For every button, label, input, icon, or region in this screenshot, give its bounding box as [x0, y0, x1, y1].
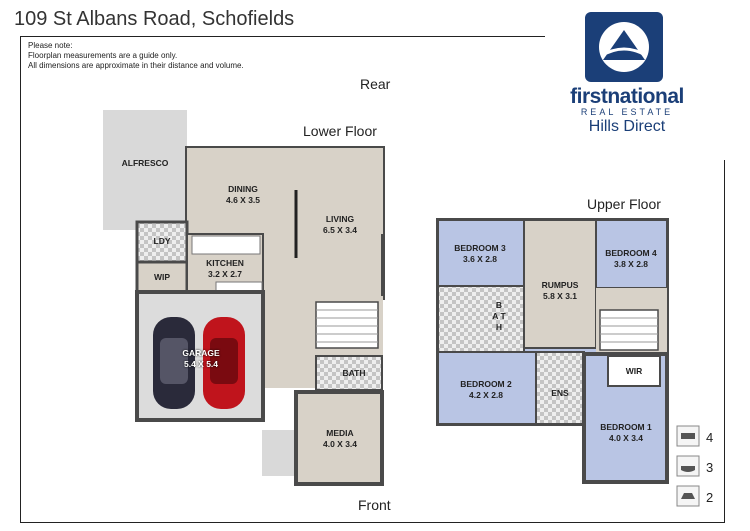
- garage-label: GARAGE 5.4 X 5.4: [166, 348, 236, 370]
- logo-brand: firstnational: [570, 85, 684, 108]
- bedroom-2-name: BEDROOM 2: [460, 379, 512, 389]
- bath-upper-room: [437, 285, 525, 353]
- bedroom-3-label: BEDROOM 3 3.6 X 2.8: [444, 243, 516, 265]
- media-size: 4.0 X 3.4: [322, 439, 358, 449]
- front-label: Front: [358, 497, 391, 513]
- dining-size: 4.6 X 3.5: [225, 195, 261, 205]
- dining-living-floor: [187, 148, 383, 234]
- bedroom-3-size: 3.6 X 2.8: [462, 254, 498, 264]
- bedroom-1-size: 4.0 X 3.4: [608, 433, 644, 443]
- kitchen-label: KITCHEN 3.2 X 2.7: [190, 258, 260, 280]
- bath-lower-room: [315, 355, 383, 391]
- bedroom-4-name: BEDROOM 4: [605, 248, 657, 258]
- bedroom-2-size: 4.2 X 2.8: [468, 390, 504, 400]
- page-title: 109 St Albans Road, Schofields: [14, 8, 295, 30]
- disclaimer-note: Please note: Floorplan measurements are …: [28, 41, 244, 71]
- bedroom-4-label: BEDROOM 4 3.8 X 2.8: [598, 248, 664, 270]
- alfresco-label: ALFRESCO: [121, 158, 169, 168]
- alfresco-area: [103, 110, 187, 230]
- bedroom-4-size: 3.8 X 2.8: [613, 259, 649, 269]
- stairs-upper: [599, 309, 659, 351]
- bath-lower-label: BATH: [342, 368, 366, 378]
- bathroom-count: 3: [706, 460, 714, 475]
- dining-name: DINING: [228, 184, 258, 194]
- kitchen-size: 3.2 X 2.7: [207, 269, 243, 279]
- garage-size: 5.4 X 5.4: [183, 359, 219, 369]
- garage-count: 2: [706, 490, 714, 505]
- porch: [262, 430, 296, 476]
- bedroom-count: 4: [706, 430, 714, 445]
- bedroom-2: [437, 351, 537, 425]
- wir-room: [607, 355, 661, 387]
- wip-lower-label: WIP: [153, 272, 171, 282]
- garage-name: GARAGE: [182, 348, 220, 358]
- bedroom-2-label: BEDROOM 2 4.2 X 2.8: [448, 379, 524, 401]
- kitchen-name: KITCHEN: [206, 258, 244, 268]
- bedroom-3-name: BEDROOM 3: [454, 243, 506, 253]
- logo-office: Hills Direct: [588, 118, 666, 135]
- agency-logo-icon: [585, 12, 663, 82]
- kitchen-island: [191, 235, 261, 255]
- dining-label: DINING 4.6 X 3.5: [208, 184, 278, 206]
- bedroom-1-label: BEDROOM 1 4.0 X 3.4: [590, 422, 662, 444]
- bath-upper-label: B A T H: [492, 300, 506, 332]
- living-label: LIVING 6.5 X 3.4: [305, 214, 375, 236]
- plan-frame: [20, 36, 725, 523]
- note-line: Floorplan measurements are a guide only.: [28, 51, 178, 60]
- rumpus-label: RUMPUS 5.8 X 3.1: [526, 280, 594, 302]
- rear-label: Rear: [360, 76, 391, 92]
- laundry-label: LDY: [153, 236, 171, 246]
- media-label: MEDIA 4.0 X 3.4: [305, 428, 375, 450]
- bedroom-1-name: BEDROOM 1: [600, 422, 652, 432]
- living-name: LIVING: [325, 214, 355, 224]
- ensuite-room: [535, 351, 585, 425]
- stairs-lower: [315, 301, 379, 349]
- living-size: 6.5 X 3.4: [322, 225, 358, 235]
- laundry-room: [135, 220, 189, 264]
- wir-label: WIR: [625, 366, 643, 376]
- rumpus-size: 5.8 X 3.1: [542, 291, 578, 301]
- media-room: [294, 390, 384, 486]
- rumpus-room: [523, 219, 597, 349]
- logo-sub: REAL ESTATE: [580, 107, 674, 117]
- ensuite-label: ENS: [551, 388, 569, 398]
- upper-floor-label: Upper Floor: [587, 196, 661, 212]
- rumpus-name: RUMPUS: [541, 280, 579, 290]
- note-line: All dimensions are approximate in their …: [28, 61, 244, 70]
- media-name: MEDIA: [326, 428, 354, 438]
- lower-floor-label: Lower Floor: [303, 123, 377, 139]
- note-heading: Please note:: [28, 41, 73, 50]
